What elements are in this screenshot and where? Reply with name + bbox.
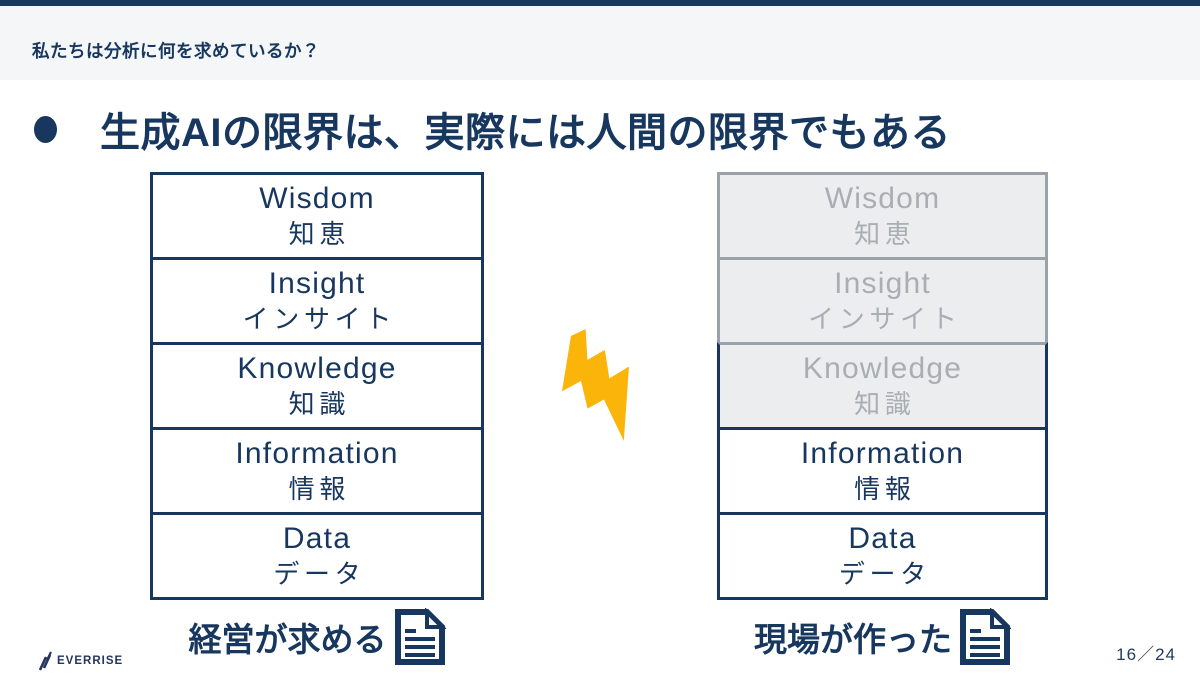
dikw-box-insight: Insight インサイト xyxy=(150,257,484,345)
top-accent-bar xyxy=(0,0,1200,6)
dikw-box-wisdom: Wisdom 知恵 xyxy=(150,172,484,260)
document-icon xyxy=(959,608,1011,666)
slide-kicker: 私たちは分析に何を求めているか？ xyxy=(32,41,320,61)
dikw-box-information: Information 情報 xyxy=(150,427,484,515)
caption-management: 経営が求める xyxy=(150,604,484,670)
level-label-ja: 知恵 xyxy=(854,219,916,249)
level-label-en: Wisdom xyxy=(259,182,375,215)
level-label-ja: 知識 xyxy=(854,389,916,419)
everrise-logo: EVERRISE xyxy=(38,651,123,671)
level-label-en: Insight xyxy=(834,267,931,300)
document-icon xyxy=(394,608,446,666)
level-label-en: Information xyxy=(235,437,399,470)
dikw-stack-management: Wisdom 知恵 Insight インサイト Knowledge 知識 Inf… xyxy=(150,172,484,600)
level-label-en: Insight xyxy=(268,267,366,300)
slide-title: 生成AIの限界は、実際には人間の限界でもある xyxy=(100,111,951,155)
level-label-en: Knowledge xyxy=(237,352,397,385)
level-label-en: Knowledge xyxy=(802,352,963,385)
dikw-stack-field: Wisdom 知恵 Insight インサイト Knowledge 知識 Inf… xyxy=(717,172,1048,600)
level-label-ja: データ xyxy=(838,559,931,589)
level-label-en: Data xyxy=(848,522,917,555)
dikw-box-data: Data データ xyxy=(717,512,1048,600)
dikw-box-knowledge-grayed: Knowledge 知識 xyxy=(717,342,1048,430)
bullet-icon xyxy=(34,115,57,143)
everrise-logo-text: EVERRISE xyxy=(57,655,124,667)
caption-field: 現場が作った xyxy=(717,604,1048,670)
level-label-ja: インサイト xyxy=(808,304,962,334)
dikw-box-insight-grayed: Insight インサイト xyxy=(717,257,1048,345)
dikw-box-information: Information 情報 xyxy=(717,427,1048,515)
level-label-en: Data xyxy=(282,522,352,555)
level-label-ja: 情報 xyxy=(854,474,916,504)
level-label-ja: 情報 xyxy=(288,474,351,504)
level-label-en: Information xyxy=(800,437,965,470)
dikw-box-knowledge: Knowledge 知識 xyxy=(150,342,484,430)
level-label-en: Wisdom xyxy=(824,182,941,215)
level-label-ja: インサイト xyxy=(242,304,397,334)
dikw-box-data: Data データ xyxy=(150,512,484,600)
lightning-bolt-icon xyxy=(537,311,674,453)
level-label-ja: 知恵 xyxy=(288,219,351,249)
header-band: 私たちは分析に何を求めているか？ xyxy=(0,6,1200,80)
caption-management-label: 経営が求める xyxy=(188,621,387,658)
title-row: 生成AIの限界は、実際には人間の限界でもある xyxy=(34,100,951,158)
everrise-logo-mark-icon xyxy=(38,651,52,671)
level-label-ja: 知識 xyxy=(288,389,351,419)
dikw-box-wisdom-grayed: Wisdom 知恵 xyxy=(717,172,1048,260)
caption-field-label: 現場が作った xyxy=(754,621,952,658)
level-label-ja: データ xyxy=(273,559,366,589)
page-number: 16／24 xyxy=(1116,645,1176,664)
